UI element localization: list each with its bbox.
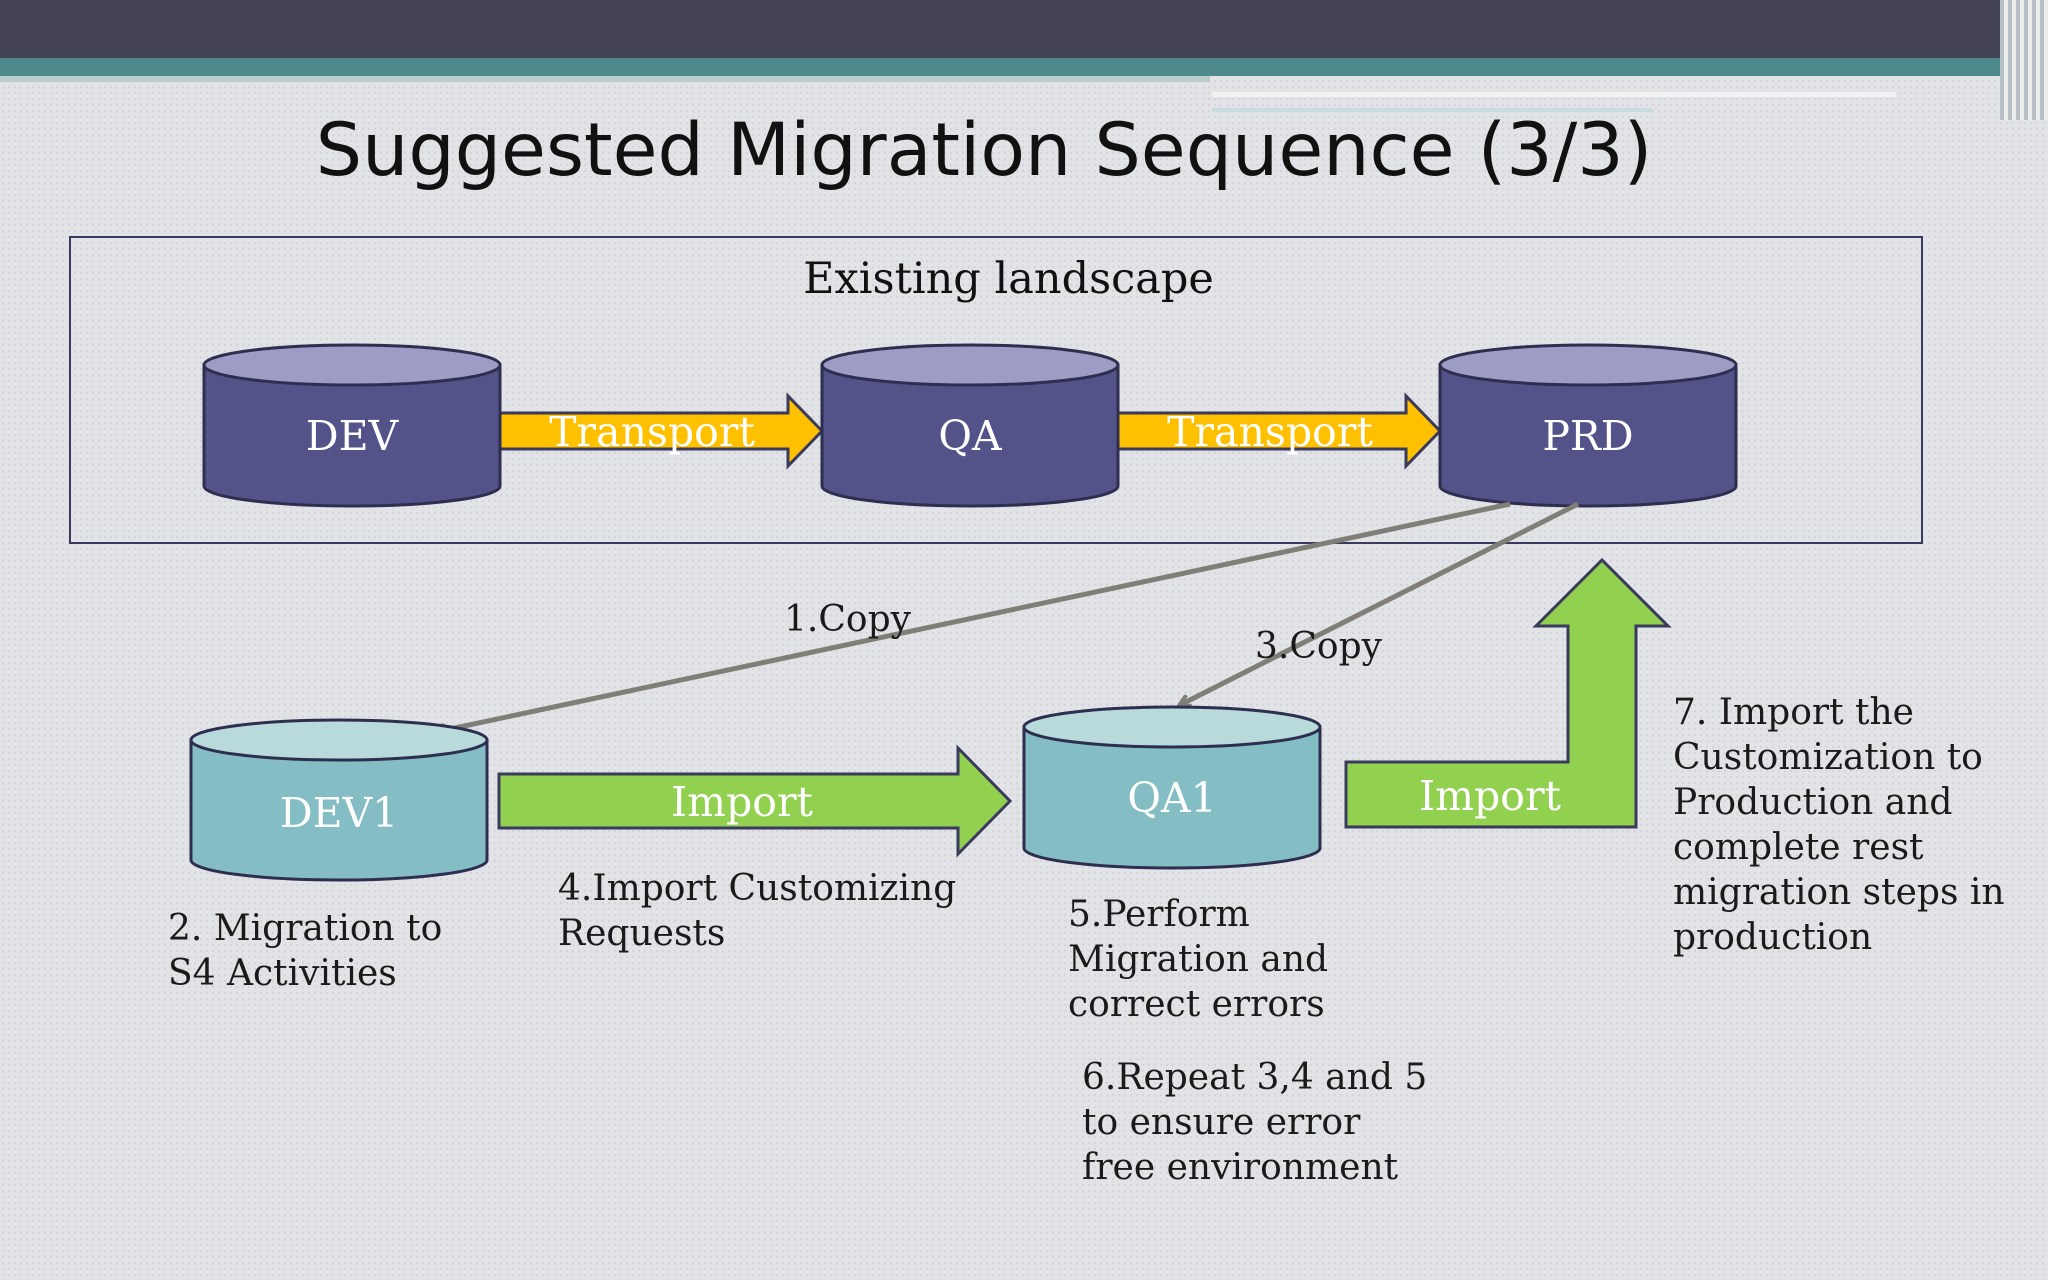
import-label: Import xyxy=(1419,772,1562,820)
transport-arrow-dev-qa: Transport xyxy=(496,392,825,470)
system-label: QA xyxy=(938,412,1003,460)
header-accent-line xyxy=(1212,92,1896,97)
qa1-system-cylinder: QA1 xyxy=(1022,705,1322,870)
import-arrow-dev1-qa1: Import xyxy=(497,744,1013,858)
system-label: DEV1 xyxy=(280,789,399,837)
import-arrow-qa1-prd: Import xyxy=(1344,557,1672,829)
existing-landscape-box xyxy=(69,236,1923,544)
transport-label: Transport xyxy=(1167,408,1373,456)
copy-step-3-label: 3.Copy xyxy=(1255,626,1382,667)
system-label: DEV xyxy=(306,412,400,460)
header-band xyxy=(0,0,2048,58)
step-2-text: 2. Migration to S4 Activities xyxy=(168,908,443,994)
system-label: QA1 xyxy=(1127,774,1216,822)
step-5-text: 5.Perform Migration and correct errors xyxy=(1068,894,1329,1025)
step-6-text: 6.Repeat 3,4 and 5 to ensure error free … xyxy=(1082,1057,1428,1188)
copy-line-3 xyxy=(1180,501,1580,705)
step-7-text: 7. Import the Customization to Productio… xyxy=(1673,692,2005,958)
copy-line-1 xyxy=(436,501,1511,732)
transport-arrow-qa-prd: Transport xyxy=(1114,392,1443,470)
dev-system-cylinder: DEV xyxy=(202,343,502,508)
system-label: PRD xyxy=(1542,412,1633,460)
prd-system-cylinder: PRD xyxy=(1438,343,1738,508)
header-accent-line-2 xyxy=(1212,108,1652,112)
qa-system-cylinder: QA xyxy=(820,343,1120,508)
dev1-system-cylinder: DEV1 xyxy=(189,718,489,882)
transport-label: Transport xyxy=(549,408,755,456)
copy-step-1-label: 1.Copy xyxy=(784,599,911,640)
existing-landscape-label: Existing landscape xyxy=(803,254,1214,304)
header-accent-strip-light xyxy=(0,76,1210,82)
step-4-text: 4.Import Customizing Requests xyxy=(558,868,957,954)
slide-title: Suggested Migration Sequence (3/3) xyxy=(315,108,1653,193)
header-accent-strip xyxy=(0,58,2048,76)
header-edge-stripes xyxy=(2000,0,2048,120)
import-label: Import xyxy=(671,778,814,826)
